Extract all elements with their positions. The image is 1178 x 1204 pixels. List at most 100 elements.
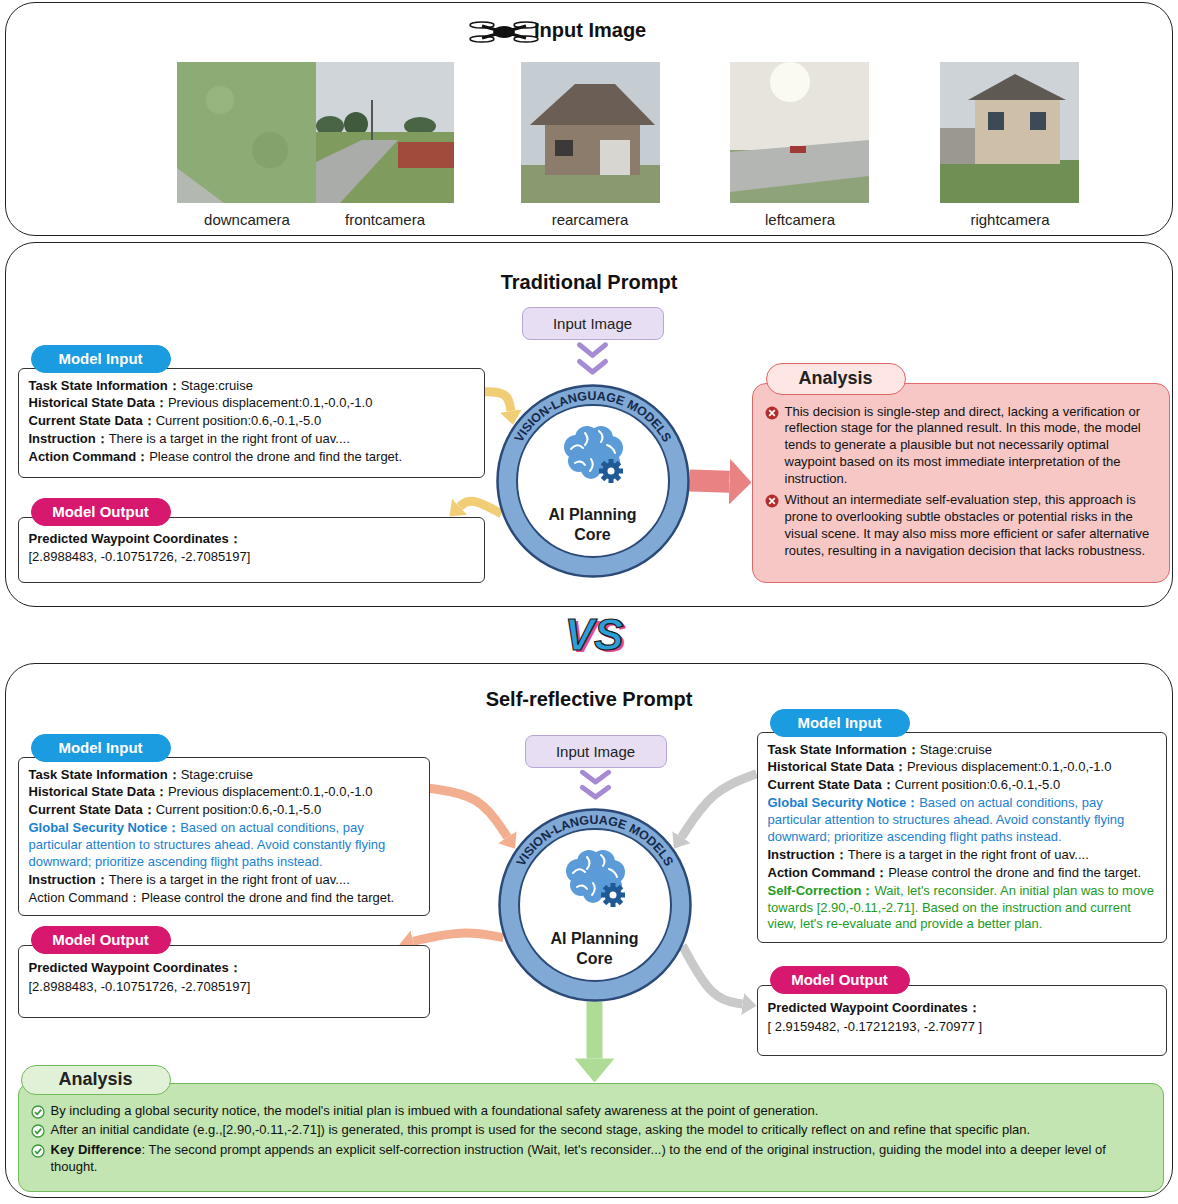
row-text: Current State Data：Current position:0.6,… — [29, 802, 419, 819]
row-text: Current State Data：Current position:0.6,… — [768, 777, 1156, 794]
model-input-box: Model InputTask State Information：Stage:… — [757, 732, 1167, 943]
core-ring: VISION-LANGUAGE MODELS — [498, 808, 692, 1002]
text-row: [ 2.9159482, -0.17212193, -2.70977 ] — [768, 1019, 1156, 1036]
icon-mark — [35, 1149, 41, 1154]
grass-patch — [206, 86, 234, 114]
text-row: Action Command：Please control the drone … — [29, 449, 474, 466]
brain-icon — [566, 850, 625, 907]
camera-caption: rearcamera — [552, 211, 629, 228]
field-value: Current position:0.6,-0.1,-5.0 — [895, 777, 1060, 792]
window — [1030, 112, 1046, 130]
field-value: There is a target in the right front of … — [109, 431, 350, 446]
section-panel: Input Image — [5, 2, 1173, 236]
field-key: Instruction： — [768, 847, 848, 862]
field-key: Predicted Waypoint Coordinates： — [29, 531, 242, 546]
panel-heading: Input Image — [534, 19, 646, 42]
check-icon — [31, 1124, 45, 1138]
house-roof — [530, 84, 655, 125]
box-tab: Model Output — [31, 498, 171, 526]
box-tab: Analysis — [21, 1065, 171, 1095]
check-icon — [31, 1144, 45, 1158]
camera-caption: downcamera — [204, 211, 290, 228]
camera-caption: rearcamera — [530, 211, 650, 229]
camera-caption: leftcamera — [740, 211, 860, 229]
row-text: Action Command：Please control the drone … — [768, 865, 1156, 882]
house-wall — [975, 96, 1060, 164]
field-key: Self-Correction： — [768, 883, 875, 898]
brain-fold — [601, 855, 605, 866]
flow-arrow — [587, 1002, 603, 1059]
vs-badge: VS — [534, 610, 654, 660]
icon-disc — [765, 406, 778, 419]
field-value: Without an intermediate self-evaluation … — [785, 492, 1150, 558]
front-camera-image — [316, 62, 454, 203]
field-value: After an initial candidate (e.g.,[2.90,-… — [51, 1122, 1031, 1137]
ring-band — [497, 385, 688, 576]
cross-icon — [765, 406, 779, 420]
row-text: Predicted Waypoint Coordinates： — [29, 531, 474, 548]
input-pill: Input Image — [522, 307, 664, 340]
grass — [940, 160, 1079, 203]
field-key: Instruction： — [29, 872, 109, 887]
model-output-box: Model OutputPredicted Waypoint Coordinat… — [18, 517, 485, 583]
core-label: AI Planning Core — [551, 930, 639, 967]
text-row: Current State Data：Current position:0.6,… — [29, 413, 474, 430]
row-text: Instruction：There is a target in the rig… — [29, 872, 419, 889]
field-value: Stage:cruise — [181, 767, 253, 782]
rear-camera-image — [521, 62, 660, 203]
field-key: Current State Data： — [768, 777, 895, 792]
icon-disc — [765, 494, 778, 507]
field-value: Please control the drone and find the ta… — [141, 890, 394, 905]
row-text: Predicted Waypoint Coordinates： — [768, 1000, 1156, 1017]
row-text: Historical State Data：Previous displacem… — [29, 784, 419, 801]
sky — [730, 62, 869, 203]
row-text: Action Command：Please control the drone … — [29, 890, 419, 907]
gear-icon — [601, 883, 625, 907]
text-row: Current State Data：Current position:0.6,… — [29, 802, 419, 819]
text-row: Historical State Data：Previous displacem… — [29, 784, 419, 801]
drone-body — [493, 26, 515, 38]
field-key: Current State Data： — [29, 413, 156, 428]
text-row: [2.8988483, -0.10751726, -2.7085197] — [29, 549, 474, 566]
icon-mark — [35, 1129, 41, 1134]
field-key: Historical State Data： — [768, 759, 907, 774]
field-value: [2.8988483, -0.10751726, -2.7085197] — [29, 979, 251, 994]
row-text: Task State Information：Stage:cruise — [768, 742, 1156, 759]
brain-fold — [607, 445, 615, 453]
ring-band — [499, 809, 690, 1000]
text-row: Current State Data：Current position:0.6,… — [768, 777, 1156, 794]
check-icon — [31, 1105, 45, 1119]
field-value: Previous displacement:0.1,-0.0,-1.0 — [907, 759, 1112, 774]
road — [730, 140, 869, 192]
icon-mark — [769, 410, 775, 416]
drone-icon — [470, 22, 538, 42]
flow-arrow — [413, 933, 503, 941]
model-input-box: Model InputTask State Information：Stage:… — [18, 757, 430, 916]
camera-caption: frontcamera — [345, 211, 425, 228]
camera-caption: frontcamera — [325, 211, 445, 229]
camera-caption: downcamera — [187, 211, 307, 229]
panel-heading: Traditional Prompt — [6, 271, 1172, 294]
pill-label: Input Image — [556, 743, 635, 760]
brain-fold — [577, 885, 587, 889]
row-text: Without an intermediate self-evaluation … — [785, 492, 1157, 560]
brain-icon — [564, 426, 623, 483]
text-row: Historical State Data：Previous displacem… — [768, 759, 1156, 776]
gear-icon — [599, 459, 623, 483]
flow-arrow — [485, 392, 511, 411]
field-value: There is a target in the right front of … — [848, 847, 1089, 862]
right-camera-image — [940, 62, 1079, 203]
row-text: [2.8988483, -0.10751726, -2.7085197] — [29, 549, 474, 566]
row-text: Global Security Notice：Based on actual c… — [29, 820, 419, 871]
field-key: Task State Information： — [29, 378, 181, 393]
row-text: [2.8988483, -0.10751726, -2.7085197] — [29, 979, 419, 996]
tab-label: Model Input — [58, 739, 142, 756]
planning-core: VISION-LANGUAGE MODELSAI Planning Core — [496, 384, 690, 578]
field-value: By including a global security notice, t… — [51, 1103, 819, 1118]
lamp-post — [371, 100, 373, 140]
field-key: Task State Information： — [29, 767, 181, 782]
down-camera-image — [177, 62, 316, 203]
grass-view — [177, 62, 316, 203]
text-row: Instruction：There is a target in the rig… — [29, 872, 419, 889]
box-tab: Model Output — [770, 966, 910, 994]
